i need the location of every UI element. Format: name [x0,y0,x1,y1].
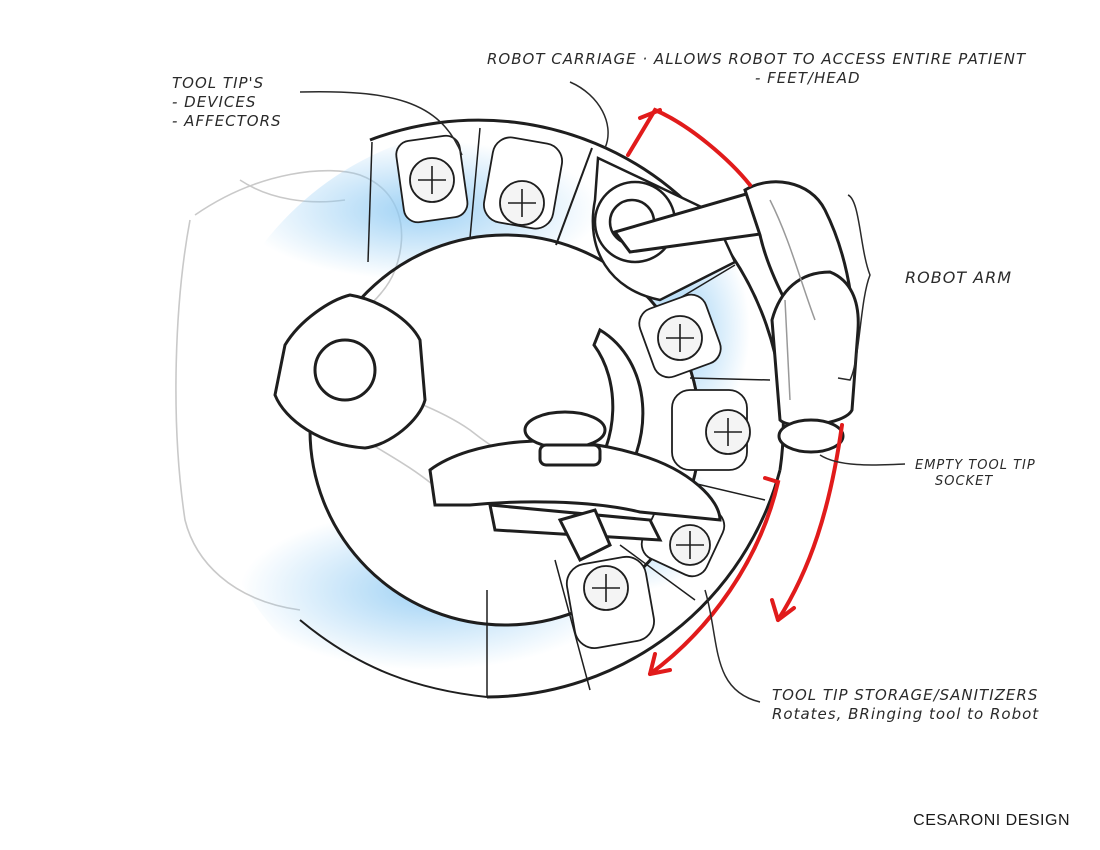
label-storage-line-2: Rotates, BRinging tool to Robot [772,704,1040,723]
label-storage: TOOL TIP STORAGE/SANITIZERS Rotates, BRi… [772,686,1039,724]
brand-signature: CESARONI DESIGN [913,812,1070,829]
label-carriage-line-1: ROBOT CARRIAGE · ALLOWS ROBOT TO ACCESS … [487,50,1027,68]
label-storage-line-1: TOOL TIP STORAGE/SANITIZERS [772,686,1039,704]
table-and-carm [428,327,722,563]
label-robot-arm-text: ROBOT ARM [905,268,1013,287]
arm-shading [769,199,816,401]
label-tooltips-line-1: TOOL TIP'S [172,74,265,92]
leader-lines [299,81,906,703]
label-tooltips: TOOL TIP'S - DEVICES - AFFECTORS [172,74,282,130]
label-carriage: ROBOT CARRIAGE · ALLOWS ROBOT TO ACCESS … [487,50,1026,88]
label-robot-arm: ROBOT ARM [905,268,1012,288]
label-socket-line-2: SOCKET [935,474,994,490]
arm-device [273,293,427,450]
tool-tip-crosses [418,166,742,602]
label-tooltips-line-2: - DEVICES [172,92,257,111]
label-socket: EMPTY TOOL TIP SOCKET [915,458,1036,491]
robot-arm [612,180,860,454]
label-carriage-line-2: - FEET/HEAD [755,68,861,87]
label-socket-line-1: EMPTY TOOL TIP [915,458,1036,473]
rotation-arrows [626,107,844,676]
label-tooltips-line-3: - AFFECTORS [172,111,282,130]
